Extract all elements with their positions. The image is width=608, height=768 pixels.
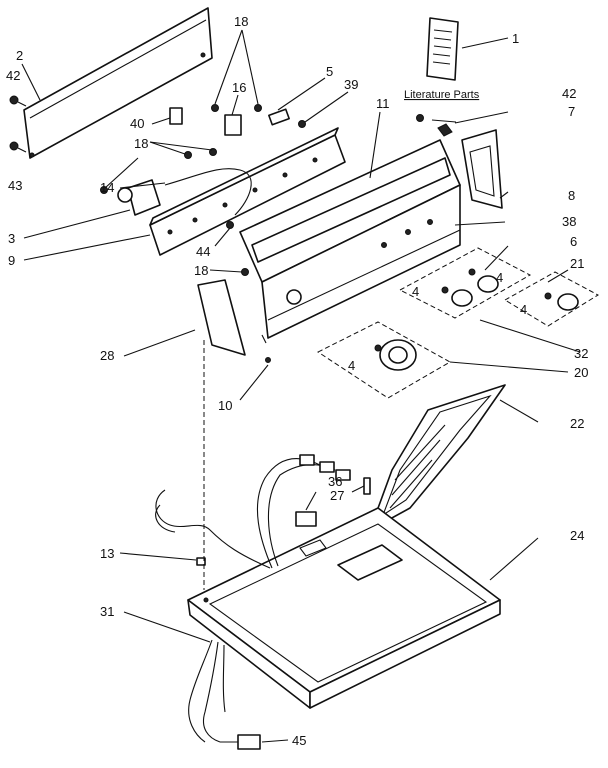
console-housing: [239, 139, 461, 339]
console-end-cap: [416, 114, 503, 209]
wire-harness-bottom: [188, 639, 261, 750]
callout-38: 38: [562, 214, 576, 229]
wire-harness-small: [164, 168, 252, 216]
callout-13: 13: [100, 546, 114, 561]
leader-lines: [21, 29, 581, 743]
callout-3: 3: [8, 231, 15, 246]
rear-panel-strip: [23, 7, 213, 159]
callout-4: 4: [496, 270, 503, 285]
callout-7: 7: [568, 104, 575, 119]
callout-2: 2: [16, 48, 23, 63]
callout-9: 9: [8, 253, 15, 268]
callout-36: 36: [328, 474, 342, 489]
callout-28: 28: [100, 348, 114, 363]
callout-39: 39: [344, 77, 358, 92]
callout-6: 6: [570, 234, 577, 249]
callout-40: 40: [130, 116, 144, 131]
wire-clip: [196, 557, 206, 566]
callout-4: 4: [412, 284, 419, 299]
dryer-top: [187, 507, 501, 709]
timer-motor: [117, 179, 161, 216]
callout-45: 45: [292, 733, 306, 748]
callout-27: 27: [330, 488, 344, 503]
callout-21: 21: [570, 256, 584, 271]
knob-group-20: [316, 321, 452, 399]
callout-18: 18: [194, 263, 208, 278]
callout-42: 42: [6, 68, 20, 83]
callout-42: 42: [562, 86, 576, 101]
knob-group-21: [504, 271, 600, 327]
callout-8: 8: [568, 188, 575, 203]
literature-parts-label: Literature Parts: [404, 89, 480, 101]
callout-18: 18: [134, 136, 148, 151]
knob-group-32: [398, 247, 532, 319]
callout-1: 1: [512, 31, 519, 46]
literature-booklet: [426, 17, 509, 81]
callout-44: 44: [196, 244, 210, 259]
screw-icon: [9, 95, 27, 153]
lint-chute: [369, 384, 506, 531]
callout-16: 16: [232, 80, 246, 95]
callout-4: 4: [520, 302, 527, 317]
wire-harness-left-2: [155, 504, 176, 533]
wire-harness-top-2: [267, 464, 336, 567]
callout-22: 22: [570, 416, 584, 431]
callout-43: 43: [8, 178, 22, 193]
callout-10: 10: [218, 398, 232, 413]
connector-icon: [299, 454, 351, 481]
left-end-cap: [197, 279, 271, 363]
callout-14: 14: [100, 180, 114, 195]
callout-numbers: 1 2 42 43 18 16 5 39 40 18 14 3 9 44 18 …: [6, 14, 588, 748]
callout-11: 11: [376, 96, 390, 111]
thermostat-bracket: [295, 477, 371, 527]
callout-20: 20: [574, 365, 588, 380]
control-panel: [149, 127, 346, 256]
callout-18: 18: [234, 14, 248, 29]
switch-components: [169, 107, 290, 136]
callout-5: 5: [326, 64, 333, 79]
callout-31: 31: [100, 604, 114, 619]
wire-harness-left: [155, 489, 271, 569]
callout-32: 32: [574, 346, 588, 361]
callout-24: 24: [570, 528, 584, 543]
callout-4: 4: [348, 358, 355, 373]
